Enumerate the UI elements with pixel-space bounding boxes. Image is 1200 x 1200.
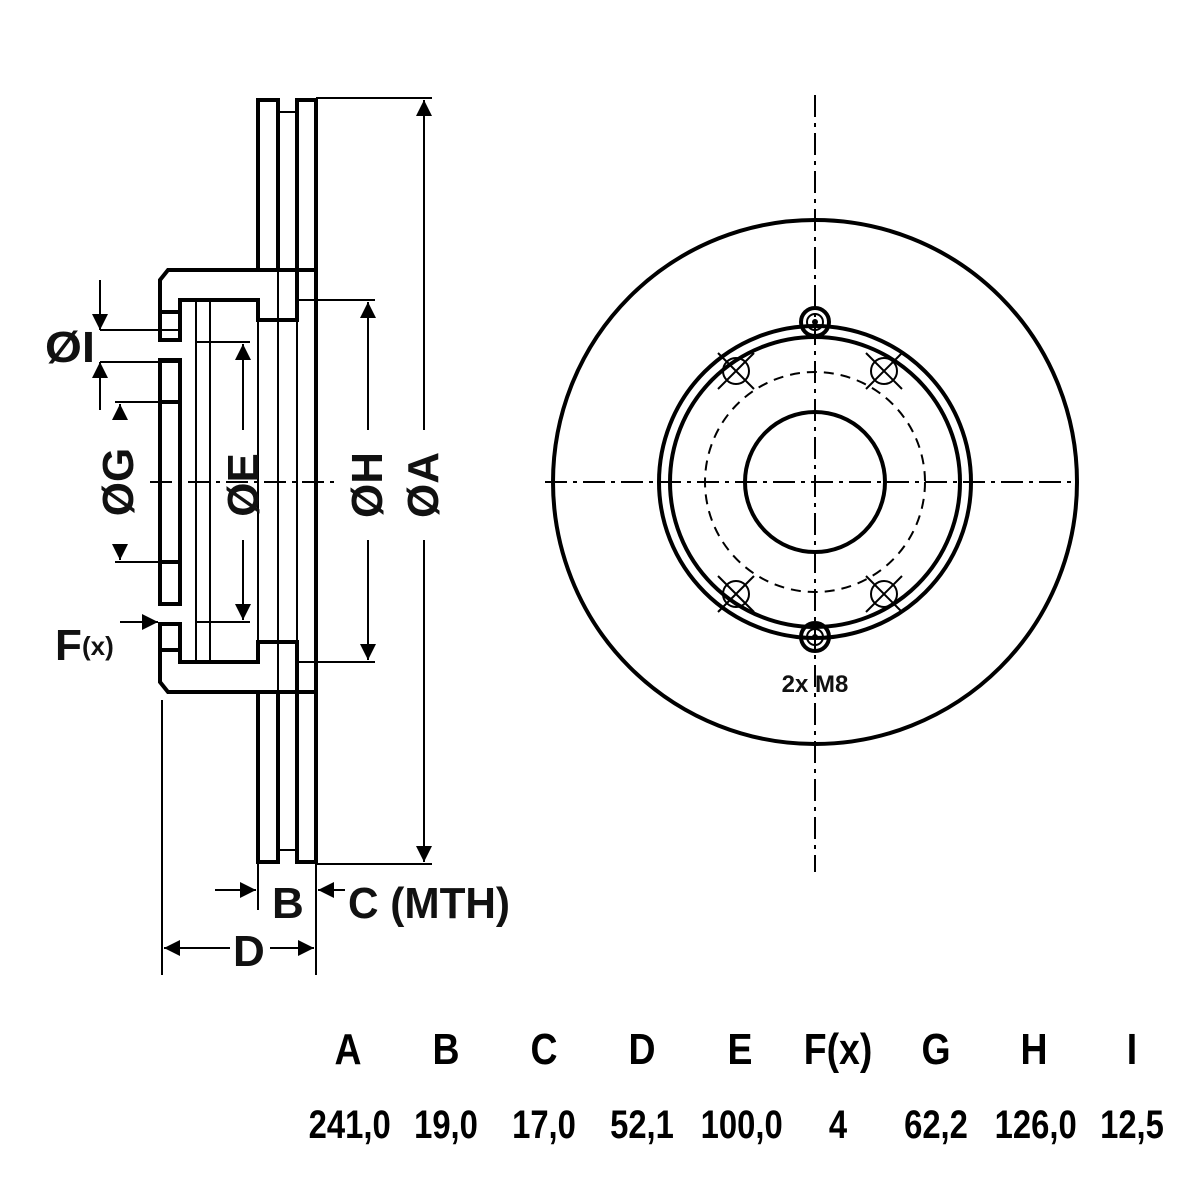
spec-header-cell: B [432,1025,460,1074]
thread-label: 2x M8 [782,671,849,698]
disc-front-view: 2x M8 [545,95,1079,872]
dim-label-C: C (MTH) [348,879,510,928]
dim-label-G: ØG [94,448,143,516]
spec-value-cell: 17,0 [512,1103,576,1147]
spec-header-cell: D [628,1025,656,1074]
spec-value-cell: 19,0 [414,1103,478,1147]
spec-header-cell: C [530,1025,558,1074]
spec-value-cell: 12,5 [1100,1103,1164,1147]
spec-table: A B C D E F(x) G H I 241,0 19,0 17,0 52,… [300,1010,1180,1160]
spec-value-cell: 4 [828,1103,848,1147]
spec-header-row: A B C D E F(x) G H I [300,1010,1180,1090]
spec-header-cell: G [921,1025,951,1074]
spec-header-cell: H [1020,1025,1048,1074]
dim-label-H: ØH [343,452,392,518]
dim-label-B: B [272,879,304,928]
spec-header-cell: F(x) [803,1025,873,1074]
spec-value-cell: 241,0 [308,1103,391,1147]
dim-label-I: ØI [45,323,95,372]
dim-label-F: F [55,621,82,670]
spec-value-cell: 126,0 [994,1103,1077,1147]
wheel-bolt-holes [717,352,903,613]
spec-value-cell: 62,2 [904,1103,968,1147]
spec-value-row: 241,0 19,0 17,0 52,1 100,0 4 62,2 126,0 … [300,1090,1180,1160]
side-view-labels: ØI ØG ØE ØH ØA F (x) B C (MTH) D [45,323,510,976]
brake-disc-technical-drawing: ØI ØG ØE ØH ØA F (x) B C (MTH) D [45,95,1079,976]
spec-header-cell: I [1126,1025,1138,1074]
spec-value-cell: 100,0 [700,1103,783,1147]
spec-header-cell: A [334,1025,362,1074]
threaded-holes [799,306,831,653]
dim-label-A: ØA [399,452,448,518]
dim-label-F-sub: (x) [82,631,114,661]
spec-value-cell: 52,1 [610,1103,674,1147]
dim-label-E: ØE [219,453,268,517]
side-view-dimensions [92,97,432,975]
spec-header-cell: E [727,1025,753,1074]
dim-label-D: D [233,927,265,976]
